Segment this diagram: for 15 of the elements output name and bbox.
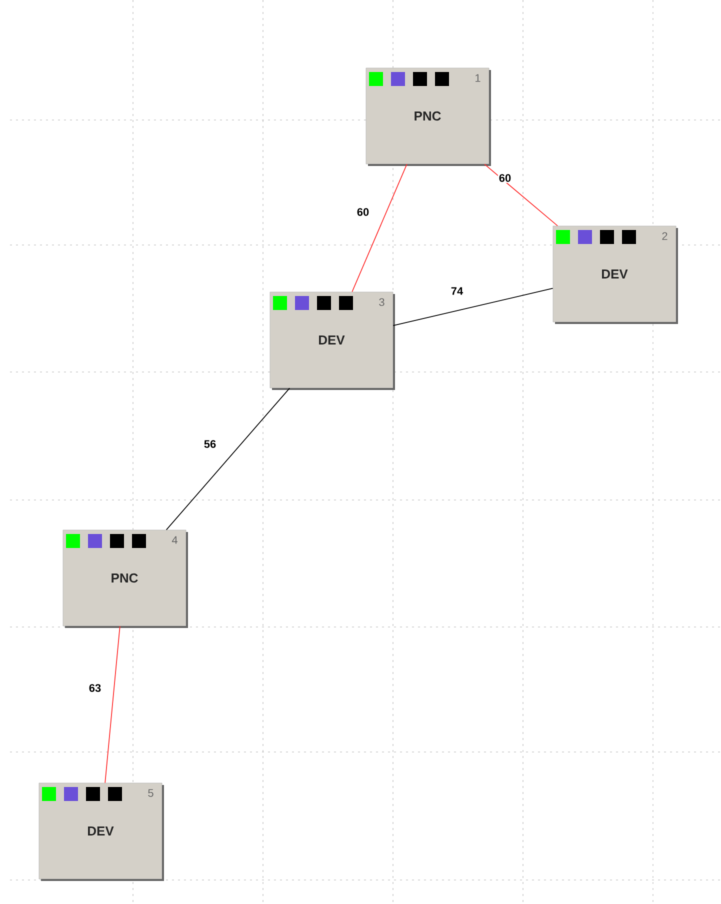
edge-label: 63 bbox=[88, 683, 102, 693]
edge-label: 60 bbox=[498, 173, 512, 183]
edge-label: 74 bbox=[450, 286, 464, 296]
node-number: 2 bbox=[662, 232, 668, 240]
connector-line bbox=[104, 626, 120, 784]
edge-label: 60 bbox=[356, 207, 370, 217]
node-number: 1 bbox=[476, 74, 480, 82]
connector-line bbox=[484, 164, 558, 226]
node-number: 4 bbox=[172, 536, 178, 544]
connector-line bbox=[352, 164, 408, 292]
node-number: 3 bbox=[379, 298, 384, 306]
edge-label: 56 bbox=[202, 439, 218, 449]
connector-line bbox=[166, 388, 290, 530]
connector-line bbox=[392, 288, 554, 326]
node-number: 5 bbox=[148, 789, 154, 797]
